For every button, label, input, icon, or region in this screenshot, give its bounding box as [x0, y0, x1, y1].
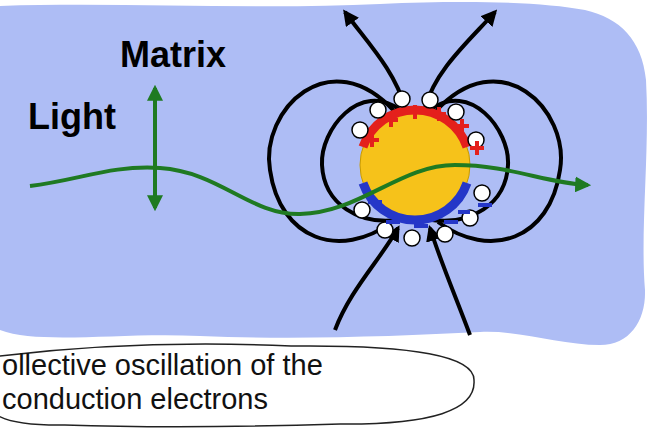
plus-signs [365, 105, 484, 155]
light-wave [30, 165, 588, 214]
matrix-region [0, 2, 647, 345]
light-label: Light [28, 96, 116, 138]
callout-bubble: ollective oscillation of the conduction … [0, 342, 478, 428]
region-label: Matrix [120, 34, 226, 76]
polarization-arrow [153, 88, 157, 208]
minus-signs [368, 202, 492, 226]
electrons [352, 91, 490, 246]
callout-text: ollective oscillation of the conduction … [0, 342, 478, 424]
